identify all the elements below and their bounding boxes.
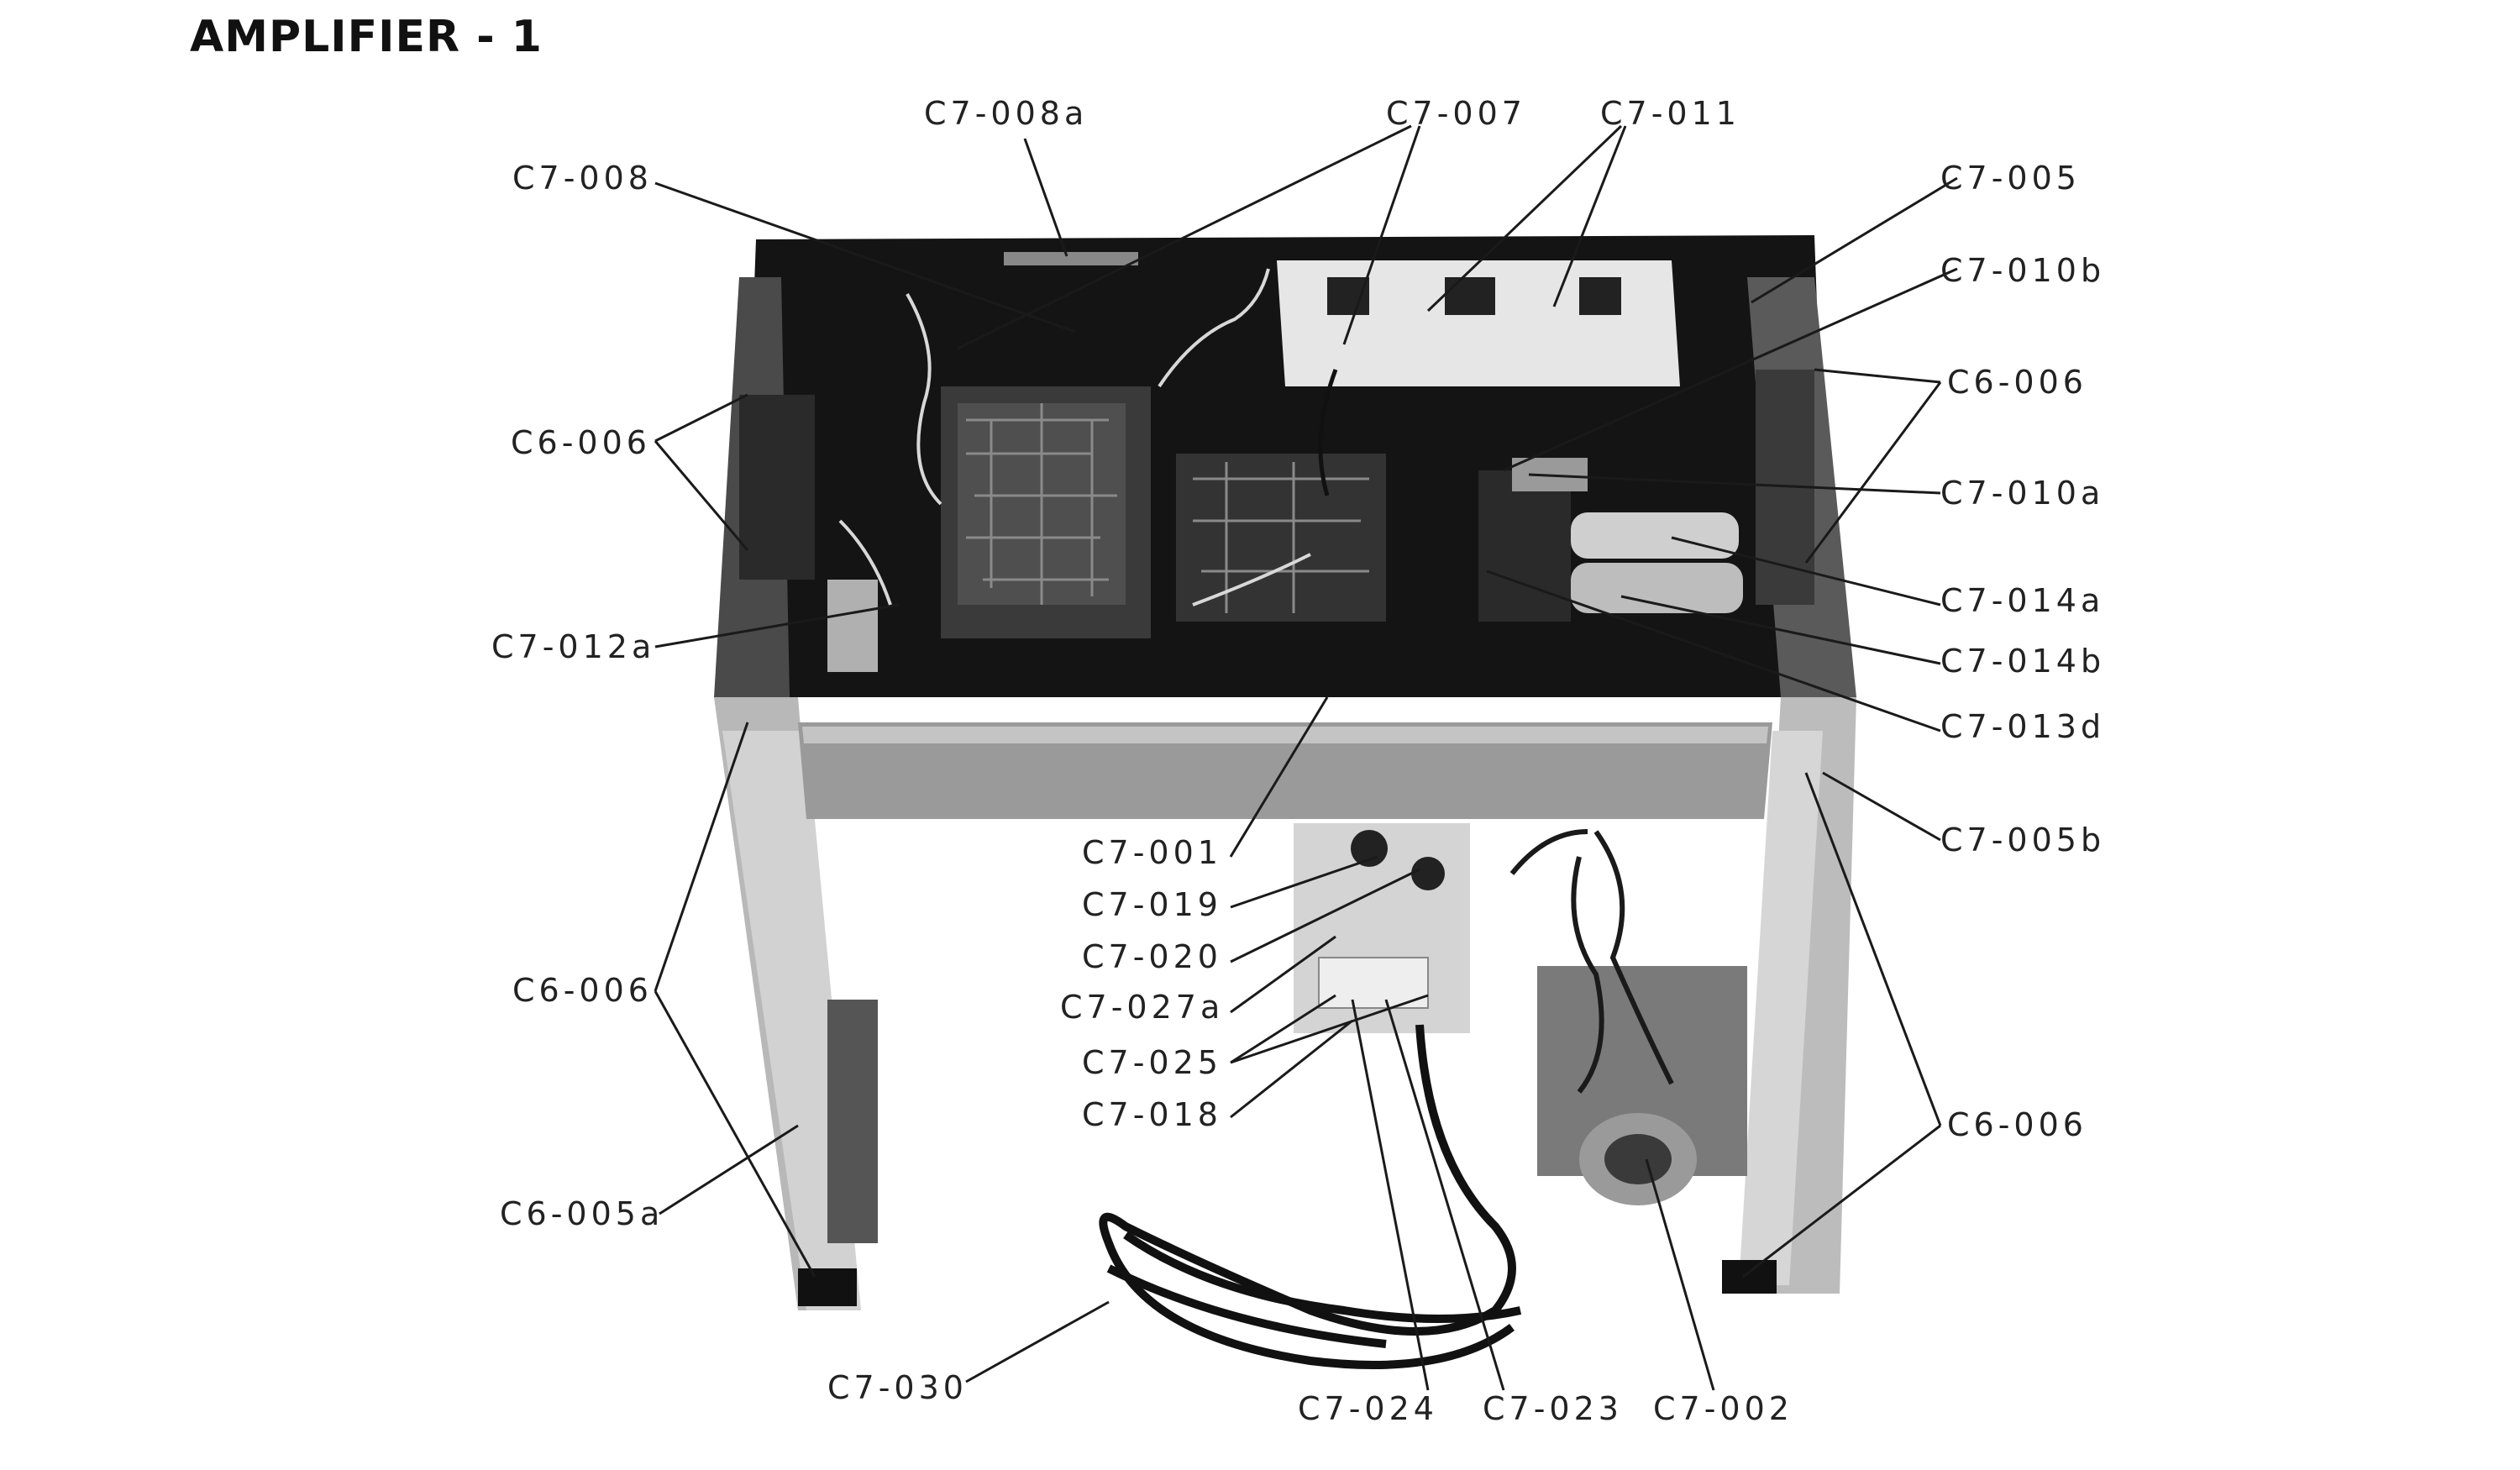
- left-bracket: [827, 580, 878, 672]
- callout-labels: C7-008a C7-007 C7-011 C7-008 C7-005 C7-0…: [491, 95, 2105, 1427]
- callout-c6-006-top-right: C6-006: [1947, 364, 2087, 401]
- callout-c7-011: C7-011: [1600, 95, 1740, 132]
- callout-c7-024: C7-024: [1298, 1390, 1438, 1427]
- left-leg-front: [722, 731, 861, 1310]
- callout-c7-030: C7-030: [827, 1369, 968, 1406]
- left-panel: [739, 395, 815, 580]
- callout-c7-019: C7-019: [1082, 886, 1222, 923]
- callout-c7-013d: C7-013d: [1940, 708, 2105, 745]
- callout-c6-006-lower-left: C6-006: [512, 972, 653, 1009]
- board-traces-2: [1193, 462, 1369, 613]
- transformer-wires: [1509, 829, 1674, 1094]
- board-traces: [966, 403, 1117, 605]
- left-leg-bracket: [827, 1000, 878, 1243]
- right-leg-front: [1739, 731, 1823, 1285]
- callout-c7-014a: C7-014a: [1940, 582, 2104, 619]
- callout-c7-010a: C7-010a: [1940, 475, 2104, 512]
- cap-bracket: [1478, 470, 1571, 622]
- callout-c6-005a: C6-005a: [500, 1195, 664, 1232]
- callout-c7-005: C7-005: [1940, 160, 2081, 197]
- callout-c7-020: C7-020: [1082, 938, 1222, 975]
- callout-c7-002: C7-002: [1653, 1390, 1793, 1427]
- apron-highlight: [802, 727, 1768, 743]
- callout-c7-025: C7-025: [1082, 1044, 1222, 1081]
- wiring: [838, 268, 1311, 606]
- amplifier-photo: [714, 235, 1856, 1369]
- circuit-board-secondary: [1176, 454, 1386, 622]
- callout-c7-005b: C7-005b: [1940, 822, 2105, 858]
- transformer-coil-inner: [1604, 1134, 1672, 1184]
- callout-c7-007: C7-007: [1386, 95, 1526, 132]
- front-apron: [798, 722, 1772, 819]
- terminal-knob-1: [1351, 830, 1388, 867]
- connector-3: [1579, 277, 1621, 315]
- power-cord: [1099, 1024, 1522, 1369]
- callout-c7-010b: C7-010b: [1940, 252, 2105, 289]
- callout-c7-008a: C7-008a: [924, 95, 1088, 132]
- callout-c7-023: C7-023: [1483, 1390, 1623, 1427]
- cable-inner: [1318, 369, 1338, 496]
- connector-2: [1445, 277, 1495, 315]
- callout-c7-027a: C7-027a: [1060, 989, 1224, 1026]
- capacitor-lower: [1571, 563, 1743, 613]
- capacitor-upper: [1571, 512, 1739, 559]
- connector-1: [1327, 277, 1369, 315]
- terminal-block: [1318, 957, 1429, 1009]
- left-foot: [798, 1268, 857, 1306]
- callout-c6-006-left: C6-006: [511, 424, 651, 461]
- callout-c7-001: C7-001: [1082, 834, 1222, 871]
- page-title: AMPLIFIER - 1: [190, 12, 543, 62]
- right-foot: [1722, 1260, 1777, 1294]
- callout-c6-006-bottom-right: C6-006: [1947, 1106, 2087, 1143]
- callout-c7-014b: C7-014b: [1940, 643, 2105, 680]
- callout-c7-008: C7-008: [512, 160, 653, 197]
- callout-c7-018: C7-018: [1082, 1096, 1222, 1133]
- terminal-knob-2: [1411, 857, 1445, 890]
- callout-c7-012a: C7-012a: [491, 628, 655, 665]
- top-strip: [1004, 252, 1138, 265]
- leader-lines: [654, 124, 1958, 1391]
